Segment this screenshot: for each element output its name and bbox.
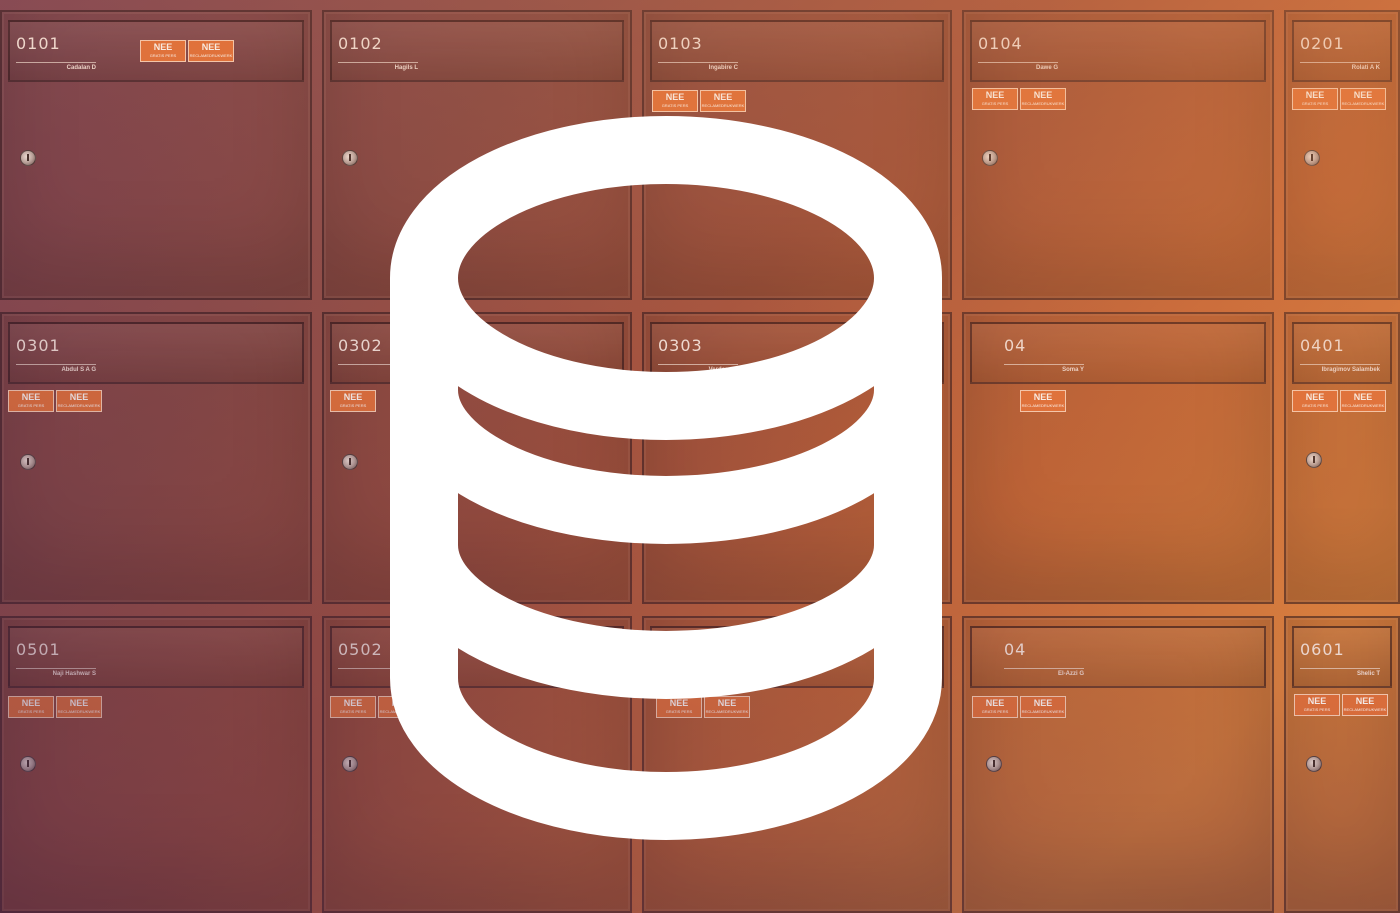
mailbox-number: 0501 <box>16 640 61 659</box>
mailbox-number: 0303 <box>658 336 703 355</box>
mailbox-name: Abdul S A G <box>16 364 96 373</box>
mailbox-number: 0102 <box>338 34 383 53</box>
mailbox-number: 0302 <box>338 336 383 355</box>
mailbox-name: Ibragimov Salambek <box>1300 364 1380 373</box>
lock-icon <box>342 454 358 470</box>
mailbox-name: Ingabire C <box>658 62 738 71</box>
mailbox-number: 0101 <box>16 34 61 53</box>
lock-icon <box>986 756 1002 772</box>
lock-icon <box>20 756 36 772</box>
mailbox-name: Hagils L <box>338 62 418 71</box>
mailbox-flap <box>1292 626 1392 688</box>
mailbox-flap <box>970 626 1266 688</box>
mailbox-number: 0502 <box>338 640 383 659</box>
database-body-outline <box>390 278 942 840</box>
database-middle-ring <box>390 388 942 544</box>
mailbox-number: 0301 <box>16 336 61 355</box>
mailbox-flap <box>970 20 1266 82</box>
lock-icon <box>20 454 36 470</box>
lock-icon <box>1304 150 1320 166</box>
mailbox-number: 0103 <box>658 34 703 53</box>
mailbox-flap <box>8 626 304 688</box>
lock-icon <box>342 756 358 772</box>
mailbox-flap <box>970 322 1266 384</box>
database-top-ellipse <box>390 116 942 440</box>
mailbox-number: 0601 <box>1300 640 1345 659</box>
lock-icon <box>1306 452 1322 468</box>
lock-icon <box>1306 756 1322 772</box>
mailbox-name: El-Azzi G <box>1004 668 1084 677</box>
mailbox-name: Soma Y <box>1004 364 1084 373</box>
mailbox-flap <box>650 20 944 82</box>
mailbox-flap <box>330 20 624 82</box>
mailbox-flap <box>1292 322 1392 384</box>
mailbox-name: Cadalan D <box>16 62 96 71</box>
mailbox-name: Shelic T <box>1300 668 1380 677</box>
database-lower-ring <box>390 543 942 699</box>
mailbox-name: Naji Hashwar S <box>16 668 96 677</box>
mailbox-flap <box>8 322 304 384</box>
mailbox-name: Dawe G <box>978 62 1058 71</box>
mailbox-number: 0401 <box>1300 336 1345 355</box>
mailbox-flap <box>1292 20 1392 82</box>
mailbox-number: 0201 <box>1300 34 1345 53</box>
mailbox-number: 04 <box>1004 640 1027 659</box>
mailbox-number: 0104 <box>978 34 1023 53</box>
mailbox-number: 04 <box>1004 336 1027 355</box>
mailbox-name: Rolati A K <box>1300 62 1380 71</box>
lock-icon <box>342 150 358 166</box>
lock-icon <box>20 150 36 166</box>
lock-icon <box>982 150 998 166</box>
